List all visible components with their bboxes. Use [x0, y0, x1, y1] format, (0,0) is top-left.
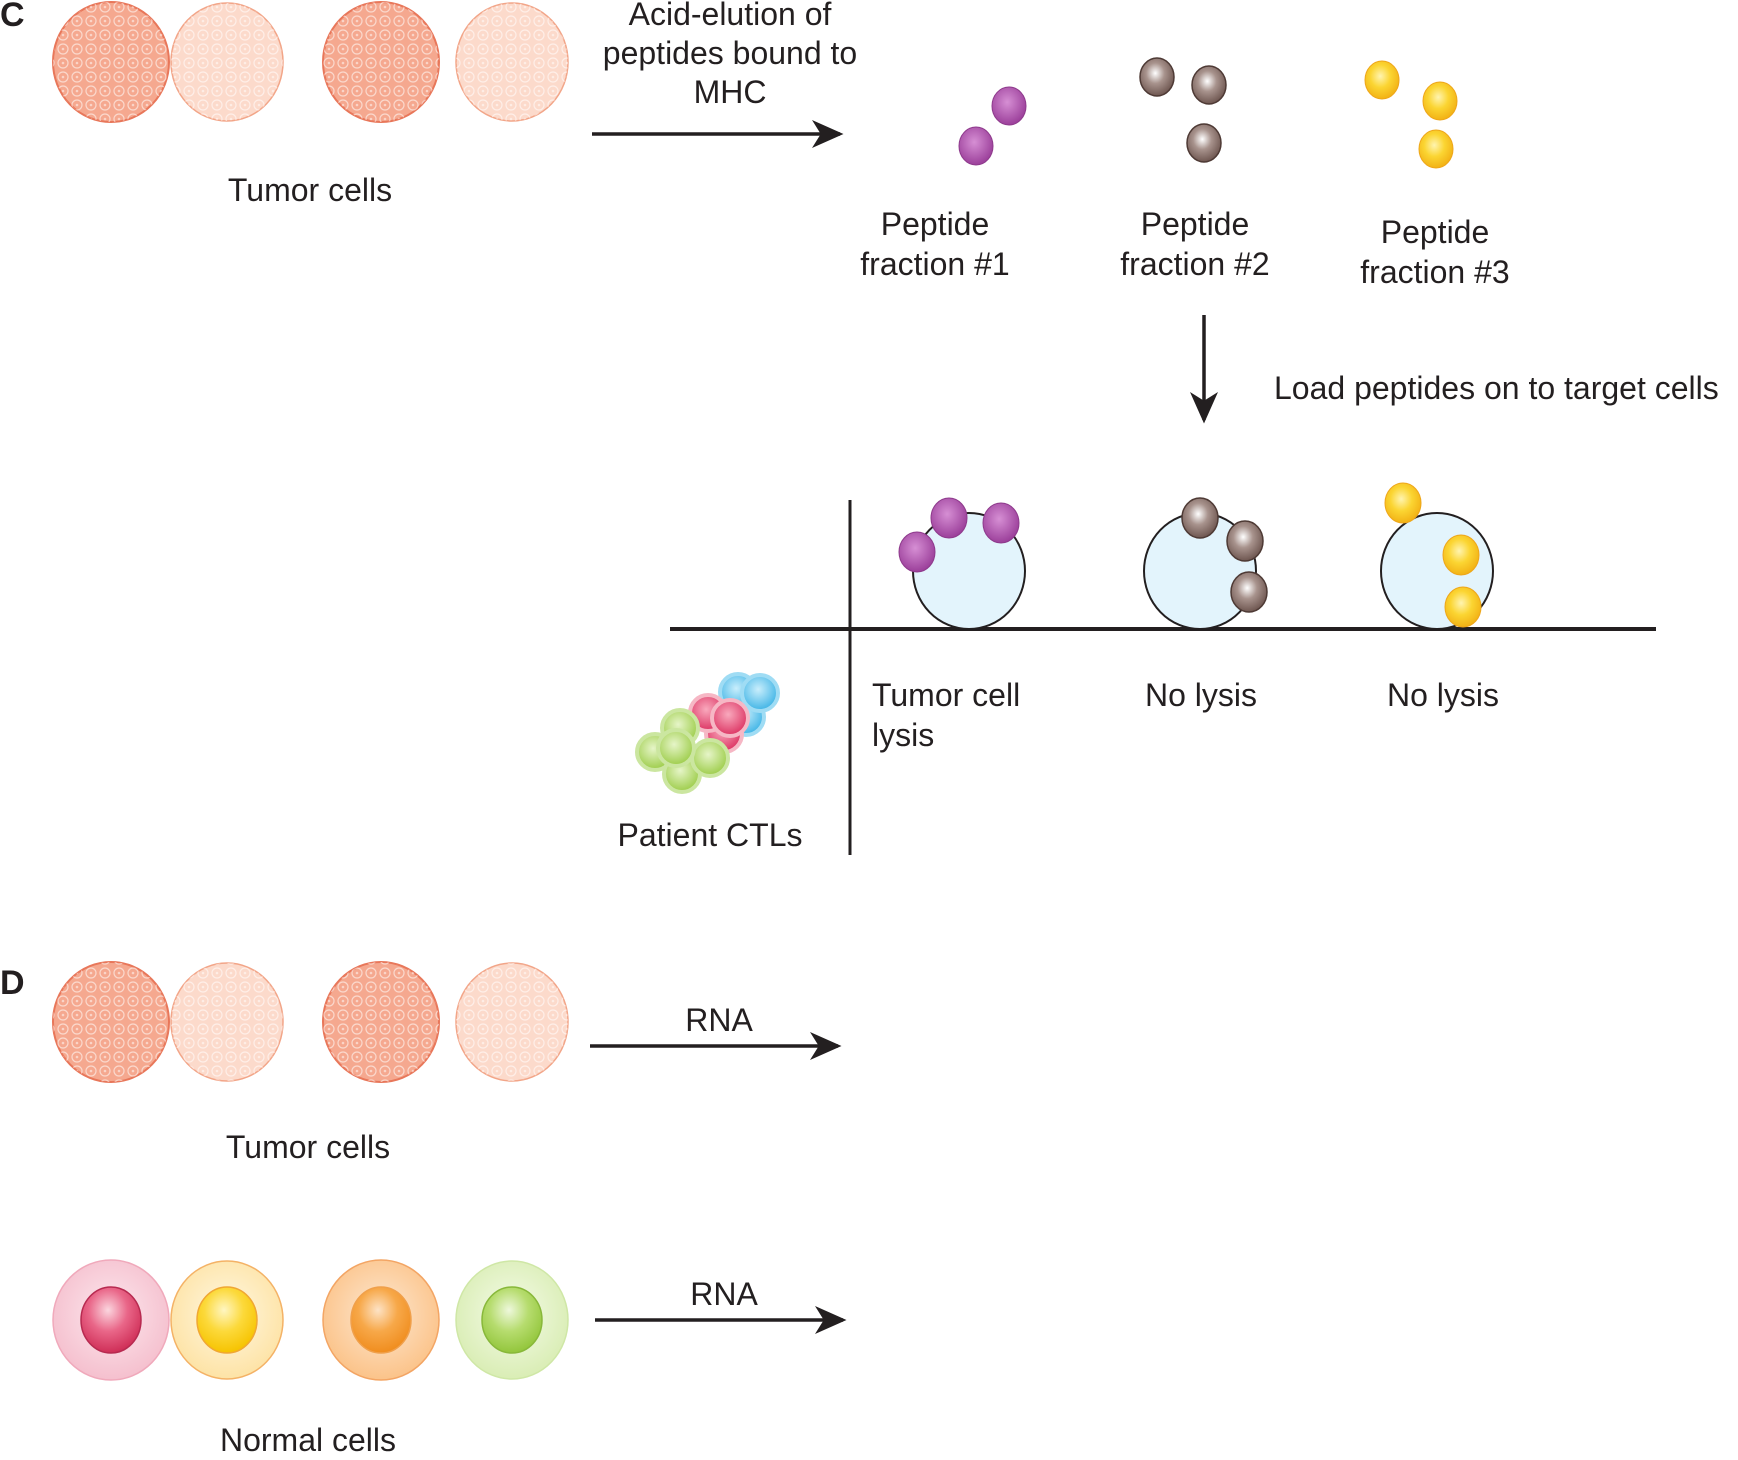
patient-ctl-cluster	[635, 672, 780, 794]
tumor-cell-cluster-d-4	[455, 962, 569, 1082]
tumor-cells-label-c: Tumor cells	[227, 172, 393, 208]
tumor-cells-label-d: Tumor cells	[225, 1129, 391, 1165]
fraction-1-label-line1: Peptide	[880, 206, 990, 242]
target-cell-2	[1143, 497, 1268, 630]
target-cell-1	[898, 497, 1026, 630]
tumor-cell-cluster-c-4	[455, 2, 569, 122]
tumor-cell-cluster-d-3	[322, 961, 440, 1083]
fraction-2-label-line2: fraction #2	[1120, 246, 1270, 282]
load-peptides-label: Load peptides on to target cells	[1274, 370, 1719, 406]
fraction-3-label-line1: Peptide	[1380, 214, 1490, 250]
elution-label-line2: peptides bound to	[602, 35, 858, 71]
result-1-label-line2: lysis	[872, 717, 935, 753]
peptide-fraction-3-beads	[1364, 60, 1458, 169]
fraction-3-label-line2: fraction #3	[1360, 254, 1510, 290]
normal-cell-1	[52, 1259, 170, 1381]
normal-cell-4	[455, 1260, 569, 1380]
panel-letter-d: D	[0, 964, 25, 1002]
fraction-2-label-line1: Peptide	[1140, 206, 1250, 242]
peptide-fraction-1-beads	[958, 86, 1027, 166]
result-3-label: No lysis	[1387, 677, 1500, 713]
normal-cells-label: Normal cells	[219, 1422, 397, 1458]
rna-label-normal: RNA	[690, 1276, 758, 1312]
patient-ctls-label: Patient CTLs	[617, 817, 803, 853]
result-2-label: No lysis	[1145, 677, 1258, 713]
target-cell-3	[1380, 482, 1494, 630]
fraction-1-label-line2: fraction #1	[860, 246, 1010, 282]
result-1-label-line1: Tumor cell	[872, 677, 1021, 713]
tumor-cell-cluster-c-1	[52, 1, 170, 123]
tumor-cell-cluster-d-1	[52, 961, 170, 1083]
rna-label-tumor: RNA	[685, 1002, 753, 1038]
peptide-fraction-2-beads	[1139, 57, 1227, 163]
tumor-cell-cluster-c-2	[170, 2, 284, 122]
panel-letter-c: C	[0, 0, 25, 34]
normal-cell-3	[322, 1259, 440, 1381]
tumor-cell-cluster-d-2	[170, 962, 284, 1082]
elution-label-line1: Acid-elution of	[628, 0, 832, 32]
normal-cell-2	[170, 1260, 284, 1380]
elution-label-line3: MHC	[693, 74, 767, 110]
tumor-cell-cluster-c-3	[322, 1, 440, 123]
